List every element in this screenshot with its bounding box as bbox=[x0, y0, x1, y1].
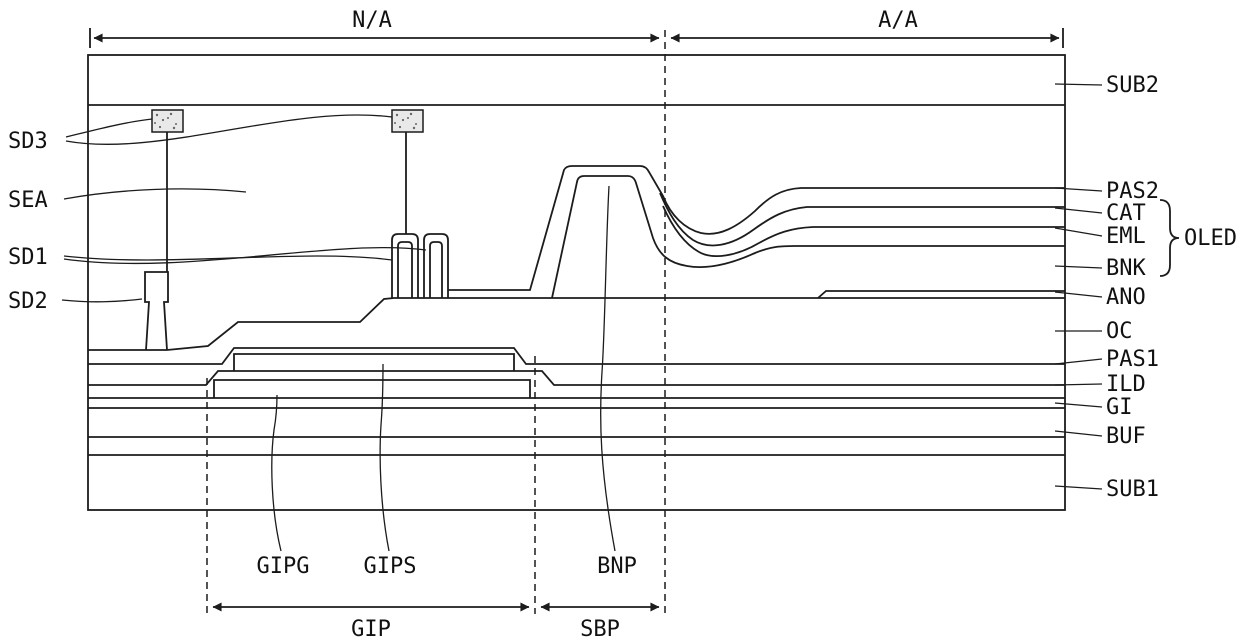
label-gips: GIPS bbox=[364, 554, 417, 579]
pas1-leader bbox=[1054, 358, 1103, 365]
label-cat: CAT bbox=[1106, 201, 1146, 226]
sd1-finger-a-outer bbox=[391, 233, 419, 298]
cat-line bbox=[659, 192, 1065, 247]
label-pas2: PAS2 bbox=[1106, 179, 1159, 204]
bnp-bank-contour bbox=[551, 175, 1065, 299]
label-gip: GIP bbox=[351, 617, 391, 642]
leader-lines bbox=[61, 83, 1180, 552]
sd1-finger-a-inner bbox=[397, 241, 413, 298]
gipg-leader bbox=[271, 394, 282, 552]
label-sbp: SBP bbox=[580, 617, 620, 642]
labels: N/A A/A SD3 SEA SD1 SD2 SUB2 PAS2 CAT EM… bbox=[8, 8, 1237, 642]
substrate-outline bbox=[87, 54, 1066, 511]
ano-leader bbox=[1054, 291, 1103, 298]
pas1-line bbox=[88, 347, 1065, 365]
label-sub1: SUB1 bbox=[1106, 477, 1159, 502]
boundary-lines bbox=[206, 30, 666, 614]
sea-leader bbox=[63, 188, 247, 200]
structure-lines bbox=[87, 54, 1066, 511]
sd2-contact bbox=[144, 271, 169, 351]
gipg-electrode bbox=[213, 379, 531, 398]
gips-leader bbox=[379, 363, 390, 552]
sd3-leader-right bbox=[65, 114, 393, 145]
bnp-leader bbox=[599, 185, 616, 552]
sd1-finger-b-outer bbox=[423, 233, 449, 298]
pas2-leader bbox=[1054, 187, 1103, 192]
sd3-pad-left-speckle bbox=[154, 112, 177, 130]
region-label-na: N/A bbox=[352, 8, 392, 33]
label-ild: ILD bbox=[1106, 372, 1146, 397]
label-gi: GI bbox=[1106, 395, 1133, 420]
pas2-contour bbox=[448, 165, 1065, 291]
region-label-aa: A/A bbox=[878, 8, 918, 33]
label-sd1: SD1 bbox=[8, 245, 48, 270]
ild-leader bbox=[1054, 383, 1103, 386]
dimension-arrows bbox=[89, 28, 1064, 612]
sub1-leader bbox=[1054, 485, 1103, 490]
ild-line bbox=[88, 370, 1065, 386]
bnk-leader bbox=[1054, 265, 1103, 269]
buf-leader bbox=[1054, 430, 1103, 437]
sd2-leader bbox=[61, 298, 143, 303]
ano-line bbox=[817, 290, 1065, 299]
label-pas1: PAS1 bbox=[1106, 347, 1159, 372]
oc-contour bbox=[166, 297, 1065, 351]
label-sd3: SD3 bbox=[8, 129, 48, 154]
eml-leader bbox=[1054, 227, 1103, 237]
sub2-leader bbox=[1054, 83, 1103, 86]
sd1-finger-b-inner bbox=[429, 241, 443, 298]
label-bnk: BNK bbox=[1106, 256, 1146, 281]
sd3-pad-right-speckle bbox=[394, 112, 417, 130]
label-gipg: GIPG bbox=[257, 554, 310, 579]
label-sub2: SUB2 bbox=[1106, 73, 1159, 98]
label-ano: ANO bbox=[1106, 285, 1146, 310]
gips-electrode bbox=[233, 353, 515, 371]
label-oled: OLED bbox=[1184, 226, 1237, 251]
label-bnp: BNP bbox=[597, 554, 637, 579]
gi-leader bbox=[1054, 402, 1103, 408]
label-sea: SEA bbox=[8, 188, 48, 213]
label-eml: EML bbox=[1106, 224, 1146, 249]
label-buf: BUF bbox=[1106, 424, 1146, 449]
eml-line bbox=[662, 205, 1065, 258]
sd3-pad-left bbox=[151, 109, 184, 133]
cat-leader bbox=[1054, 207, 1103, 214]
sd3-pad-right bbox=[391, 109, 424, 133]
sd3-leader-left bbox=[65, 118, 153, 138]
label-sd2: SD2 bbox=[8, 289, 48, 314]
oled-brace bbox=[1159, 199, 1180, 277]
label-oc: OC bbox=[1106, 319, 1133, 344]
sd1-leader-b bbox=[63, 246, 427, 265]
